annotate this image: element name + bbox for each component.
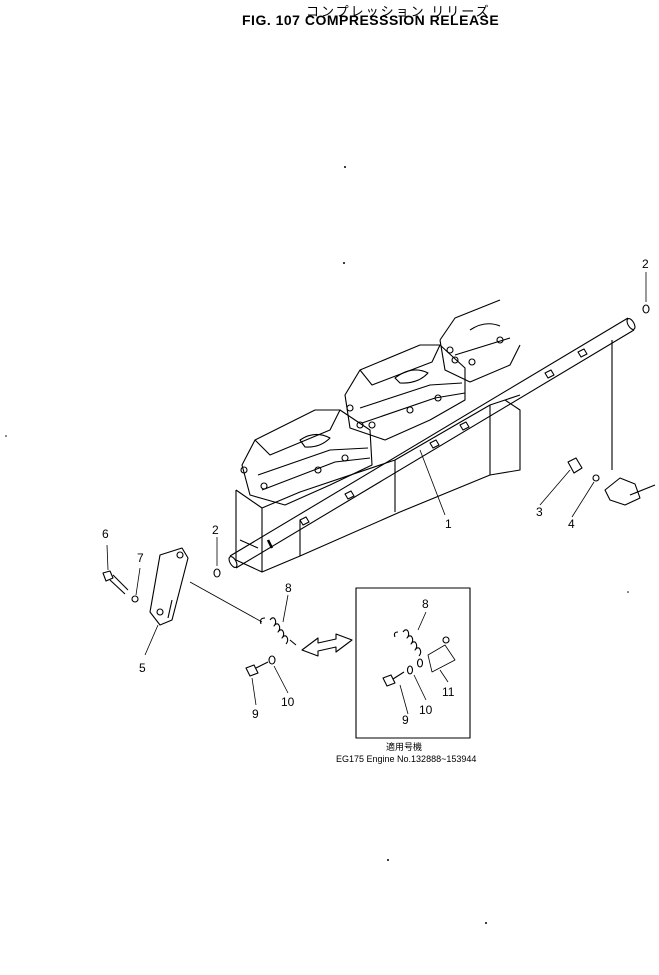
callout-4: 4 xyxy=(568,517,575,531)
inset-bolt xyxy=(382,644,456,687)
head-cover-1 xyxy=(240,409,373,506)
inset-spring xyxy=(393,629,450,657)
inset-note-japanese: 適用号機 xyxy=(386,741,422,752)
bracket-assembly xyxy=(567,340,656,506)
inset-note: EG175 Engine No.132888~153944 xyxy=(336,754,476,764)
double-arrow xyxy=(301,633,353,657)
callout-8: 8 xyxy=(285,581,292,595)
head-cover-3 xyxy=(439,299,521,383)
washer-10 xyxy=(268,655,276,665)
callout-5: 5 xyxy=(139,661,146,675)
callout-10-inset: 10 xyxy=(419,703,433,717)
lever xyxy=(149,547,189,626)
o-ring-left xyxy=(213,568,221,578)
callout-1: 1 xyxy=(445,517,452,531)
callout-6: 6 xyxy=(102,527,109,541)
o-ring-right xyxy=(642,304,650,314)
release-shaft xyxy=(228,317,636,569)
engine-block xyxy=(235,394,521,573)
spring-8 xyxy=(189,581,297,646)
callout-3: 3 xyxy=(536,505,543,519)
figure-title-japanese: コンプレッション リリーズ xyxy=(306,4,491,19)
head-cover-2 xyxy=(344,344,466,441)
callout-2-right: 2 xyxy=(642,257,649,271)
callout-7: 7 xyxy=(137,551,144,565)
callout-9: 9 xyxy=(252,707,259,721)
callout-11-inset: 11 xyxy=(442,685,455,699)
inset-frame xyxy=(355,587,471,739)
washer-7 xyxy=(131,595,139,603)
scan-specks xyxy=(5,166,629,924)
callout-2-left: 2 xyxy=(212,523,219,537)
callout-10: 10 xyxy=(281,695,295,709)
bolt-9 xyxy=(245,661,269,677)
callout-8-inset: 8 xyxy=(422,597,429,611)
callout-9-inset: 9 xyxy=(402,713,409,727)
figure-title: FIG. 107 COMPRESSSION RELEASE xyxy=(242,12,500,28)
bolt-6 xyxy=(102,570,129,595)
leader-lines xyxy=(106,272,647,715)
